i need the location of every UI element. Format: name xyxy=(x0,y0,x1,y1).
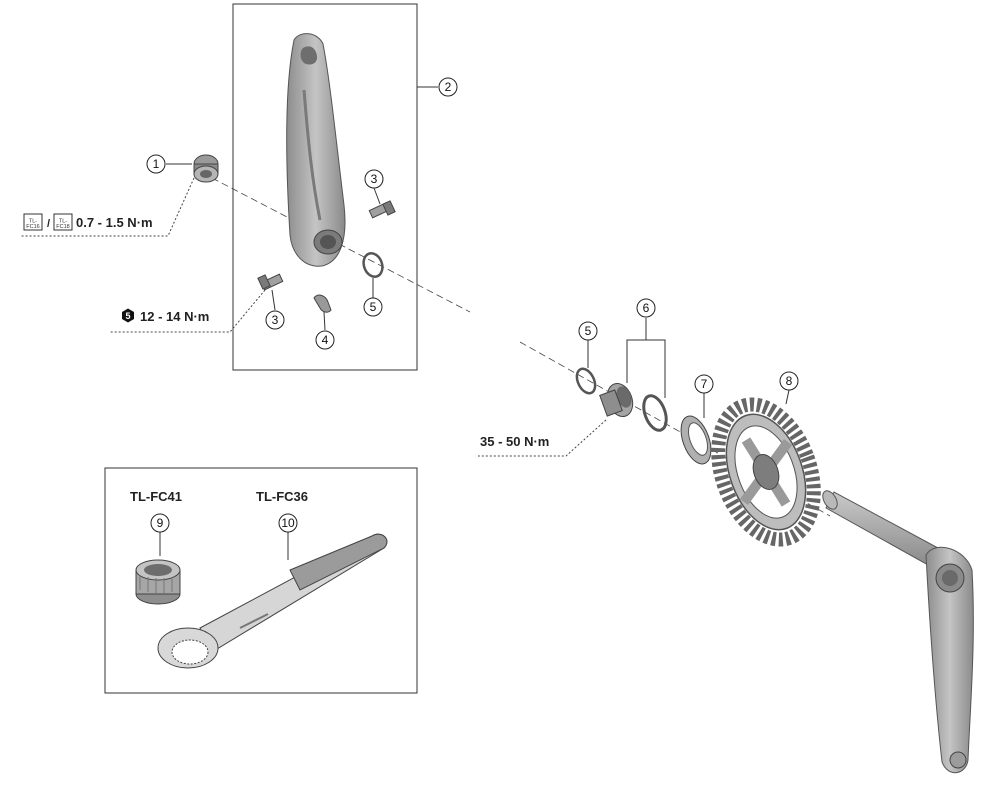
tl-fc36-wrench xyxy=(157,533,388,669)
o-ring-upper xyxy=(362,252,384,278)
crank-cap xyxy=(193,154,219,183)
callout-5a-text: 5 xyxy=(370,300,377,314)
callout-9-text: 9 xyxy=(157,516,164,530)
spacer-ring xyxy=(642,394,668,432)
o-ring-lower xyxy=(575,367,597,395)
callout-3b: 3 xyxy=(265,310,285,330)
pinch-bolt-upper xyxy=(368,200,396,219)
tool-badge-1: TL-FC16 xyxy=(26,219,39,231)
callout-8-text: 8 xyxy=(786,374,793,388)
callout-10-text: 10 xyxy=(281,516,295,530)
torque-cap: TL-FC16 / TL-FC18 0.7 - 1.5 N·m xyxy=(23,213,153,231)
callout-3a: 3 xyxy=(364,169,384,189)
callout-1: 1 xyxy=(146,154,166,174)
hex-key-size: 5 xyxy=(125,311,130,321)
callout-5b-text: 5 xyxy=(585,324,592,338)
callout-2-text: 2 xyxy=(445,80,452,94)
chainring-spacer xyxy=(680,415,712,465)
left-crank-box xyxy=(232,3,418,371)
torque-cap-value: 0.7 - 1.5 N·m xyxy=(76,215,153,230)
callout-8: 8 xyxy=(779,371,799,391)
callout-5a: 5 xyxy=(363,297,383,317)
safety-plate xyxy=(313,294,332,313)
torque-bolt: 5 12 - 14 N·m xyxy=(122,308,209,324)
torque-lockring-value: 35 - 50 N·m xyxy=(480,434,549,449)
callout-7: 7 xyxy=(694,374,714,394)
tool-label-2: TL-FC36 xyxy=(256,489,308,504)
callout-4-text: 4 xyxy=(322,333,329,347)
callout-2: 2 xyxy=(438,77,458,97)
callout-9: 9 xyxy=(150,513,170,533)
pinch-bolt-lower xyxy=(257,273,284,291)
callout-4: 4 xyxy=(315,330,335,350)
tool-label-1: TL-FC41 xyxy=(130,489,182,504)
bracket-6 xyxy=(626,339,666,398)
svg-text:/: / xyxy=(47,218,50,230)
chainring-lockring xyxy=(599,383,634,417)
tl-fc41-tool xyxy=(135,559,181,605)
torque-leader-cap xyxy=(20,177,195,237)
callout-10: 10 xyxy=(278,513,298,533)
leader-3a xyxy=(373,187,381,205)
leader-3b xyxy=(271,289,276,311)
callout-1-text: 1 xyxy=(153,157,160,171)
callout-7-text: 7 xyxy=(701,377,708,391)
torque-leader-lockring xyxy=(478,419,607,457)
callout-6-text: 6 xyxy=(643,301,650,315)
leader-4 xyxy=(323,311,326,331)
callout-6: 6 xyxy=(636,298,656,318)
callout-3b-text: 3 xyxy=(272,313,279,327)
callout-5b: 5 xyxy=(578,321,598,341)
chainring xyxy=(711,397,821,547)
callout-3a-text: 3 xyxy=(371,172,378,186)
leader-8 xyxy=(785,389,790,405)
right-crank-arm xyxy=(822,490,974,774)
tools-box xyxy=(104,467,418,694)
tool-badge-2: TL-FC18 xyxy=(56,219,69,231)
left-crank-arm xyxy=(286,33,346,267)
axis-line-lower xyxy=(519,341,831,517)
torque-bolt-value: 12 - 14 N·m xyxy=(140,309,209,324)
